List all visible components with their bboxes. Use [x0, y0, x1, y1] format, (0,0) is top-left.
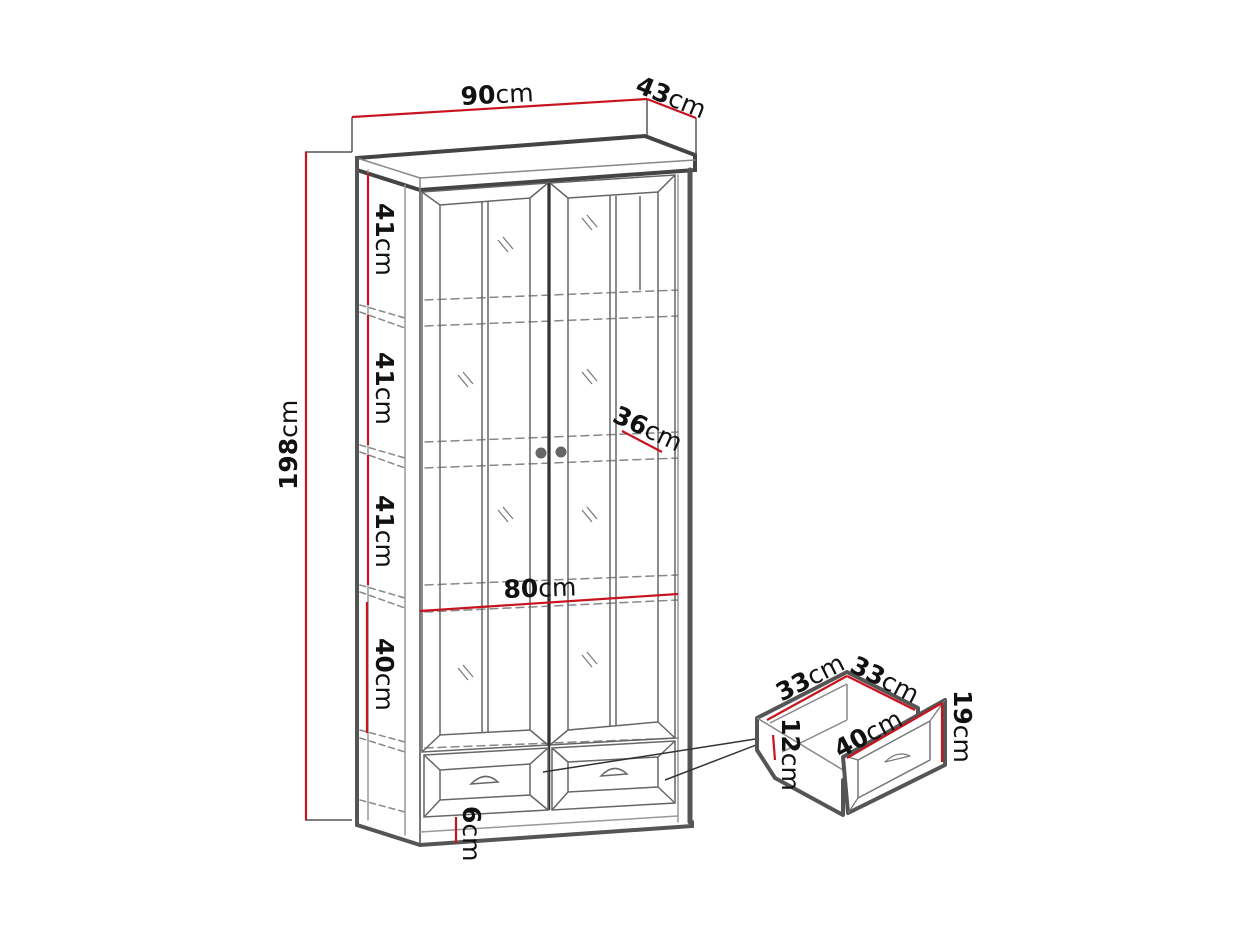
drawer-handle-icon — [884, 753, 911, 763]
drawer-handle-icon — [599, 767, 629, 777]
shelf-1-label: 41cm — [370, 203, 399, 276]
plinth-label: 6cm — [457, 806, 486, 862]
interior-width-label: 80cm — [502, 572, 577, 604]
dimension-lines — [304, 97, 697, 843]
shelf-3-label: 41cm — [370, 495, 399, 568]
drawer-handle-icon — [469, 775, 500, 785]
left-door — [421, 182, 549, 753]
shelf-2-label: 41cm — [370, 352, 399, 425]
height-label: 198cm — [274, 399, 303, 490]
right-door-knob-icon — [555, 446, 567, 458]
left-door-knob-icon — [535, 447, 547, 459]
drawer-inner-height-label: 12cm — [776, 718, 805, 791]
width-label: 90cm — [459, 78, 535, 111]
drawers — [423, 737, 765, 818]
drawer-front-height-label: 19cm — [948, 690, 977, 763]
cabinet-body — [355, 133, 697, 847]
shelf-4-label: 40cm — [370, 638, 399, 711]
drawer-detail-drawing — [755, 670, 947, 817]
